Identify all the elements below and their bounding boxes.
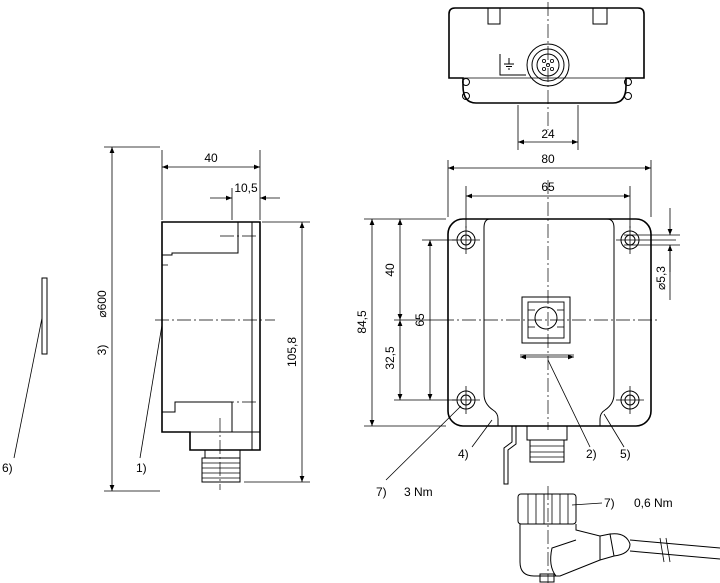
dim-side-10-5: 10,5 (234, 181, 258, 195)
dim-front-40: 40 (383, 263, 397, 277)
callout-7-connector: 7) (604, 496, 615, 510)
callout-5: 5) (620, 447, 631, 461)
callout-3: 3) (95, 345, 109, 356)
torque-mount: 3 Nm (404, 485, 433, 499)
callout-1: 1) (136, 461, 147, 475)
front-view: 80 65 84,5 40 32,5 65 ⌀5,3 4) 2) 5) 7) 3… (355, 152, 680, 499)
callout-7-mount: 7) (376, 485, 387, 499)
dim-front-80: 80 (541, 152, 555, 166)
callout-2: 2) (586, 447, 597, 461)
dim-side-105-8: 105,8 (285, 337, 299, 367)
dim-front-diameter-5-3: ⌀5,3 (654, 266, 668, 290)
callout-4: 4) (458, 447, 469, 461)
dim-front-65-h: 65 (541, 180, 555, 194)
dim-front-65-v: 65 (413, 313, 427, 327)
side-view: 40 10,5 105,8 ⌀600 3) 1) (95, 146, 310, 492)
dim-front-32-5: 32,5 (383, 346, 397, 370)
reflector: 6) (2, 277, 48, 475)
callout-6: 6) (2, 461, 13, 475)
dim-front-84-5: 84,5 (355, 310, 369, 334)
cable-connector: 7) 0,6 Nm (517, 486, 720, 583)
dim-side-40: 40 (204, 151, 218, 165)
dim-top-24: 24 (541, 127, 555, 141)
torque-connector: 0,6 Nm (634, 496, 673, 510)
top-view: 24 (448, 2, 645, 150)
dim-side-diameter-600: ⌀600 (95, 290, 109, 318)
ground-icon (504, 58, 514, 70)
